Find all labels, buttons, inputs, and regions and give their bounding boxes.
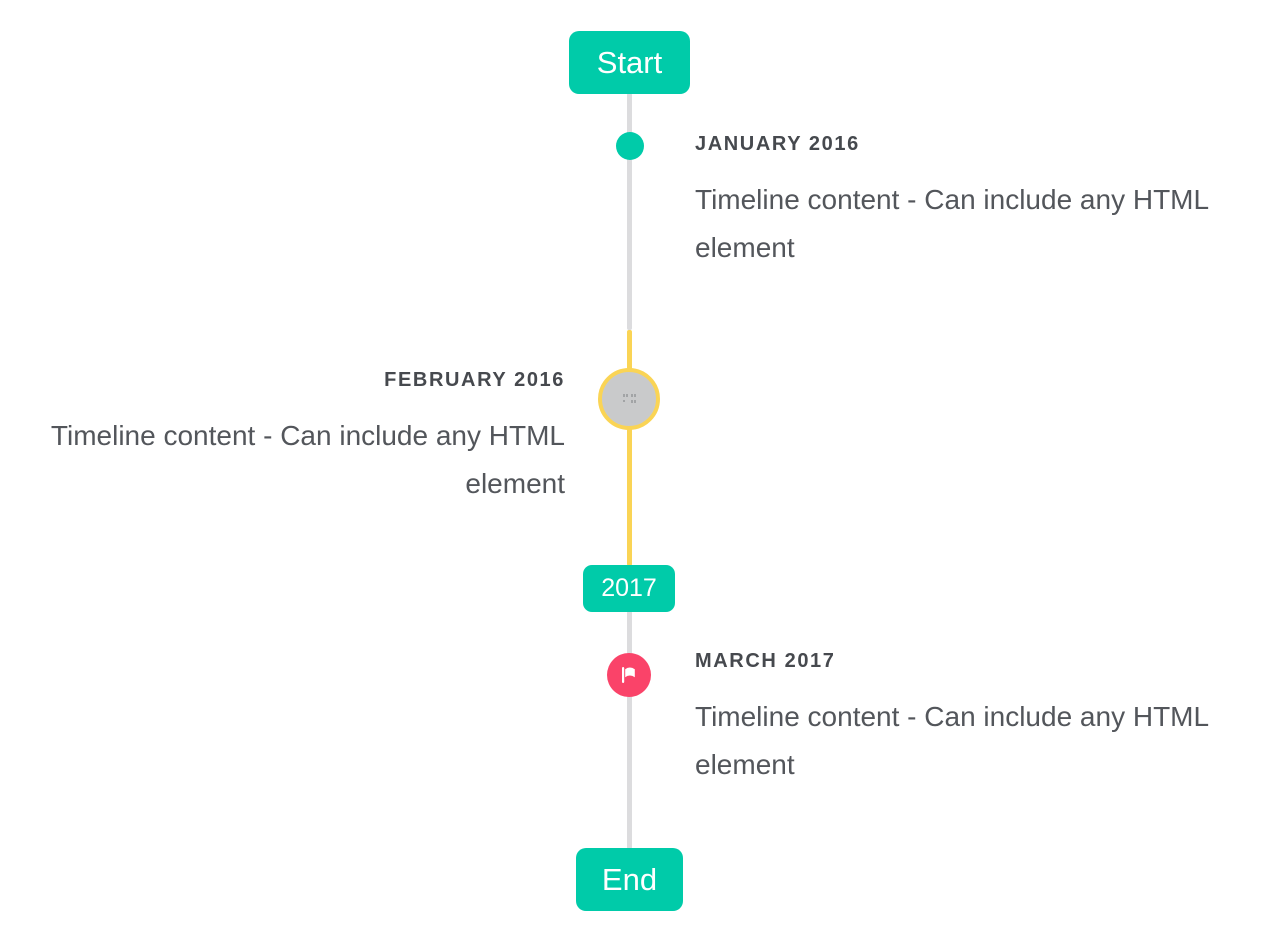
item-content-text: Timeline content - Can include any HTML … [50, 420, 565, 499]
january-dot-marker [616, 132, 644, 160]
item-date-label: MARCH 2017 [695, 650, 836, 672]
timeline-item-february: FEBRUARY 2016 Timeline content - Can inc… [33, 368, 565, 508]
timeline-line-top-segment [627, 93, 632, 330]
period-badge-2017[interactable]: 2017 [583, 565, 675, 612]
timeline-item-march: MARCH 2017 Timeline content - Can includ… [695, 649, 1227, 789]
start-badge[interactable]: Start [569, 31, 690, 94]
item-content-text: Timeline content - Can include any HTML … [695, 184, 1209, 263]
flag-icon [617, 663, 641, 687]
timeline-line-highlight-segment [627, 330, 632, 566]
timeline-line-bottom-segment [627, 611, 632, 849]
item-content-text: Timeline content - Can include any HTML … [695, 701, 1209, 780]
march-flag-marker [607, 653, 651, 697]
item-date-label: JANUARY 2016 [695, 133, 860, 155]
broken-image-icon [619, 391, 639, 407]
end-badge[interactable]: End [576, 848, 683, 911]
timeline-item-january: JANUARY 2016 Timeline content - Can incl… [695, 132, 1227, 272]
item-date-label: FEBRUARY 2016 [384, 369, 565, 391]
february-image-marker[interactable] [598, 368, 660, 430]
